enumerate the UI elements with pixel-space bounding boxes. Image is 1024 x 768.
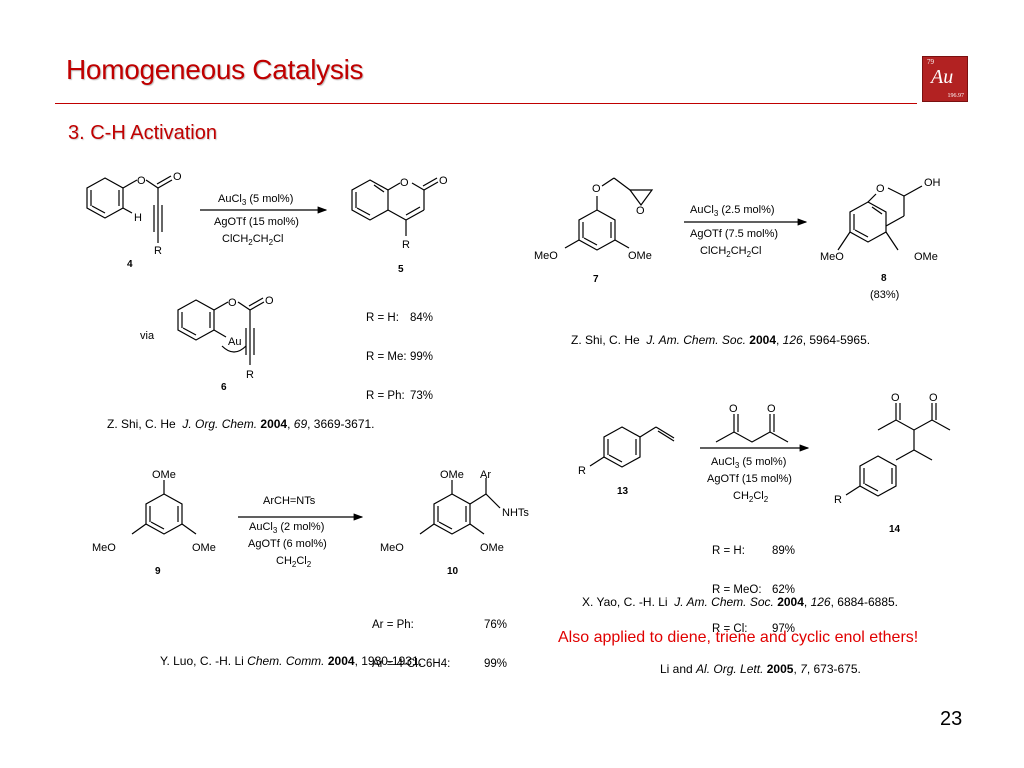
svg-text:NHTs: NHTs — [502, 507, 529, 519]
svg-text:9: 9 — [155, 566, 161, 577]
svg-text:ClCH2CH2Cl: ClCH2CH2Cl — [700, 245, 761, 259]
reference-reaction2: Z. Shi, C. He J. Am. Chem. Soc. 2004, 12… — [571, 333, 871, 347]
svg-text:MeO: MeO — [380, 542, 404, 554]
svg-text:O: O — [592, 183, 601, 195]
svg-text:CH2Cl2: CH2Cl2 — [276, 555, 312, 569]
label-4: 4 — [127, 259, 133, 270]
structure-14: O O R 14 — [834, 392, 951, 535]
svg-text:O: O — [929, 392, 938, 404]
yields-reaction3: Ar = Ph:76% Ar = 4-ClC6H4:99% — [372, 619, 508, 670]
svg-text:CH2Cl2: CH2Cl2 — [733, 490, 769, 504]
yields-reaction4: R = H:89% R = MeO:62% R = Cl:97% — [712, 545, 796, 635]
logo-atomic-mass: 196.97 — [947, 93, 965, 99]
slide-title: Homogeneous Catalysis — [66, 54, 364, 85]
svg-text:Ar: Ar — [480, 469, 491, 481]
svg-text:AuCl3 (2.5 mol%): AuCl3 (2.5 mol%) — [690, 204, 775, 218]
svg-text:R: R — [246, 369, 254, 381]
svg-text:OMe: OMe — [192, 542, 216, 554]
svg-text:AgOTf (7.5 mol%): AgOTf (7.5 mol%) — [690, 228, 778, 240]
svg-text:OMe: OMe — [480, 542, 504, 554]
structure-7: O O MeO OMe 7 — [534, 177, 654, 285]
svg-text:OMe: OMe — [914, 251, 938, 263]
svg-text:13: 13 — [617, 486, 629, 497]
svg-text:O: O — [400, 177, 409, 189]
structure-5: O O R 5 — [351, 175, 448, 275]
svg-text:O: O — [265, 295, 274, 307]
svg-text:H: H — [134, 212, 142, 224]
svg-text:ArCH=NTs: ArCH=NTs — [263, 495, 316, 507]
svg-text:R: R — [578, 465, 586, 477]
svg-text:O: O — [173, 171, 182, 183]
svg-text:R: R — [402, 239, 410, 251]
svg-text:O: O — [636, 205, 645, 217]
svg-text:R: R — [154, 245, 162, 257]
svg-text:MeO: MeO — [820, 251, 844, 263]
structure-acetylacetone: O O — [715, 403, 789, 443]
title-underline — [55, 103, 917, 104]
structure-6: O O Au R 6 — [177, 295, 274, 393]
svg-text:AgOTf (15 mol%): AgOTf (15 mol%) — [707, 473, 792, 485]
structure-8: O OH MeO OMe 8 (83%) — [820, 177, 941, 301]
svg-text:6: 6 — [221, 382, 227, 393]
svg-text:O: O — [137, 175, 146, 187]
svg-text:OH: OH — [924, 177, 941, 189]
svg-text:8: 8 — [881, 273, 887, 284]
svg-text:via: via — [140, 330, 155, 342]
svg-text:AuCl3 (5 mol%): AuCl3 (5 mol%) — [218, 193, 293, 207]
structure-10: OMe Ar NHTs MeO OMe 10 — [380, 469, 529, 577]
logo-atomic-number: 79 — [927, 58, 934, 66]
svg-text:O: O — [767, 403, 776, 415]
logo-symbol: Au — [931, 66, 954, 88]
svg-text:14: 14 — [889, 524, 901, 535]
svg-text:AgOTf (6 mol%): AgOTf (6 mol%) — [248, 538, 327, 550]
reference-reaction4: X. Yao, C. -H. Li J. Am. Chem. Soc. 2004… — [582, 595, 898, 609]
svg-text:7: 7 — [593, 274, 599, 285]
structure-4: O O H R 4 — [86, 171, 182, 270]
svg-text:OMe: OMe — [628, 250, 652, 262]
svg-text:O: O — [228, 297, 237, 309]
svg-text:(83%): (83%) — [870, 289, 899, 301]
svg-text:O: O — [876, 183, 885, 195]
highlight-note: Also applied to diene, triene and cyclic… — [558, 629, 919, 646]
svg-text:O: O — [729, 403, 738, 415]
svg-text:5: 5 — [398, 264, 404, 275]
yields-reaction1: R = H:84% R = Me:99% R = Ph:73% — [366, 312, 434, 402]
svg-text:AuCl3 (5 mol%): AuCl3 (5 mol%) — [711, 456, 786, 470]
svg-text:MeO: MeO — [534, 250, 558, 262]
svg-text:Au: Au — [228, 336, 241, 348]
structure-9: OMe MeO OMe 9 — [92, 469, 216, 577]
svg-text:OMe: OMe — [440, 469, 464, 481]
svg-text:O: O — [439, 175, 448, 187]
svg-text:MeO: MeO — [92, 542, 116, 554]
svg-text:ClCH2CH2Cl: ClCH2CH2Cl — [222, 233, 283, 247]
structure-13: R 13 — [578, 426, 675, 497]
reference-reaction1: Z. Shi, C. He J. Org. Chem. 2004, 69, 36… — [107, 417, 375, 431]
svg-text:AgOTf (15 mol%): AgOTf (15 mol%) — [214, 216, 299, 228]
section-subtitle: 3. C-H Activation — [68, 122, 217, 144]
reference-note: Li and Al. Org. Lett. 2005, 7, 673-675. — [660, 662, 861, 676]
gold-element-logo: 79 Au 196.97 — [922, 56, 968, 102]
svg-text:10: 10 — [447, 566, 459, 577]
reference-reaction3: Y. Luo, C. -H. Li Chem. Comm. 2004, 1930… — [160, 654, 422, 668]
page-number: 23 — [940, 708, 963, 730]
svg-text:O: O — [891, 392, 900, 404]
svg-text:OMe: OMe — [152, 469, 176, 481]
svg-text:R: R — [834, 494, 842, 506]
svg-text:AuCl3 (2 mol%): AuCl3 (2 mol%) — [249, 521, 324, 535]
